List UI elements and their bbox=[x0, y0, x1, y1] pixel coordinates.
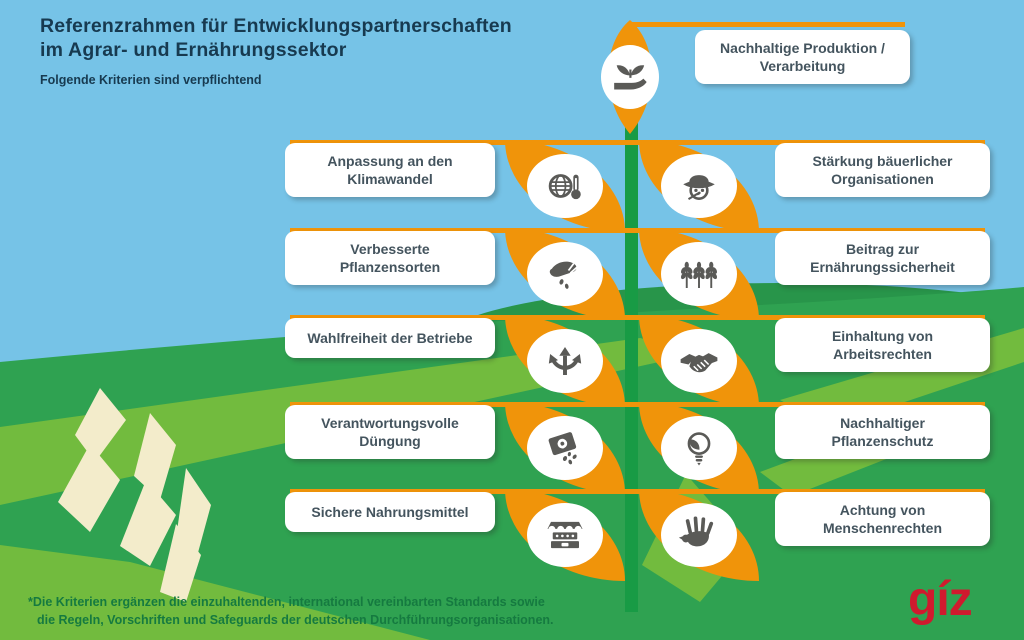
plant-bud bbox=[588, 18, 672, 136]
criterion-box: Nachhaltiger Pflanzenschutz bbox=[775, 405, 990, 460]
leaf-icon-circle bbox=[661, 503, 737, 567]
seed-packet-icon bbox=[548, 432, 577, 465]
dove-hand-icon bbox=[678, 516, 714, 547]
criterion-box: Anpassung an den Klimawandel bbox=[285, 143, 495, 198]
footnote: *Die Kriterien ergänzen die einzuhaltend… bbox=[28, 594, 554, 629]
criterion-box: Beitrag zur Ernährungssicherheit bbox=[775, 231, 990, 286]
title-line-2: im Agrar- und Ernährungssektor bbox=[40, 39, 347, 62]
connector-right-4 bbox=[632, 402, 985, 407]
title-line-1: Referenzrahmen für Entwicklungspartnersc… bbox=[40, 15, 512, 37]
leaf-icon-circle bbox=[527, 503, 603, 567]
connector-right-1 bbox=[632, 140, 985, 145]
leaf-icon-circle bbox=[527, 242, 603, 306]
criterion-box: Sichere Nahrungsmittel bbox=[285, 492, 495, 532]
market-stall-icon bbox=[547, 521, 583, 549]
bud-icon-circle bbox=[601, 45, 659, 109]
connector-right-2 bbox=[632, 228, 985, 233]
connector-right-5 bbox=[632, 489, 985, 494]
footnote-line-2: die Regeln, Vorschriften und Safeguards … bbox=[37, 612, 554, 627]
three-way-arrows-icon bbox=[548, 347, 582, 375]
criterion-box: Verbesserte Pflanzensorten bbox=[285, 231, 495, 286]
globe-thermometer-icon bbox=[548, 174, 581, 200]
main-hill bbox=[0, 287, 1024, 640]
header: Referenzrahmen für Entwicklungspartnersc… bbox=[40, 14, 512, 87]
bulb-leaf-icon bbox=[687, 432, 711, 466]
leaf-icon-circle bbox=[661, 242, 737, 306]
giz-logo: gíz bbox=[908, 573, 973, 626]
connector-left-5 bbox=[290, 489, 632, 494]
footnote-line-1: *Die Kriterien ergänzen die einzuhaltend… bbox=[28, 595, 545, 609]
connector-left-2 bbox=[290, 228, 632, 233]
connector-right-3 bbox=[632, 315, 985, 320]
leaf-icon-circle bbox=[661, 329, 737, 393]
criterion-box: Nachhaltige Produktion / Verarbeitung bbox=[695, 30, 910, 85]
page-title: Referenzrahmen für Entwicklungspartnersc… bbox=[40, 14, 512, 63]
criterion-box: Wahlfreiheit der Betriebe bbox=[285, 318, 495, 358]
wheat-decoration bbox=[58, 388, 211, 602]
leaf-icon-circle bbox=[527, 329, 603, 393]
leaf-icon-circle bbox=[527, 416, 603, 480]
leaf-icon-circle bbox=[661, 154, 737, 218]
criterion-box: Einhaltung von Arbeitsrechten bbox=[775, 318, 990, 373]
page-subtitle: Folgende Kriterien sind verpflichtend bbox=[40, 72, 262, 87]
connector-left-4 bbox=[290, 402, 632, 407]
criterion-box: Stärkung bäuerlicher Organisationen bbox=[775, 143, 990, 198]
connector-left-1 bbox=[290, 140, 632, 145]
leaf-icon-circle bbox=[527, 154, 603, 218]
sprout-in-hand-icon bbox=[614, 65, 647, 90]
hand-with-seeds-icon bbox=[549, 261, 578, 289]
connector-top bbox=[630, 22, 905, 27]
leaf-icon-circle bbox=[661, 416, 737, 480]
criterion-box: Verantwortungsvolle Düngung bbox=[285, 405, 495, 460]
plant-stem bbox=[625, 100, 638, 612]
handshake-icon bbox=[680, 353, 718, 373]
connector-left-3 bbox=[290, 315, 632, 320]
criterion-box: Achtung von Menschenrechten bbox=[775, 492, 990, 547]
wheat-ears-icon bbox=[678, 260, 720, 289]
farmer-icon bbox=[683, 175, 715, 201]
